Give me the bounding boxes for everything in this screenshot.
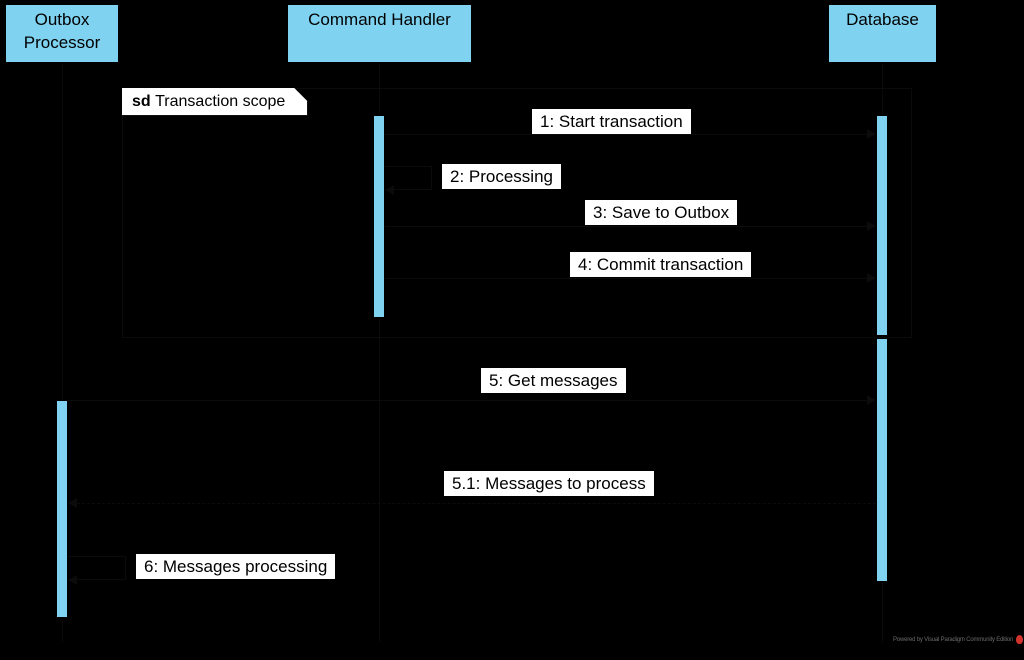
activation-outbox-processor-1	[56, 400, 68, 618]
lifeline-command-handler	[379, 64, 380, 642]
message-label-3[interactable]: 3: Save to Outbox	[585, 200, 738, 225]
watermark: Powered by Visual Paradigm Community Edi…	[893, 635, 1024, 644]
message-arrowhead-5-1	[68, 498, 77, 508]
watermark-text: Powered by Visual Paradigm Community Edi…	[893, 636, 1014, 643]
participant-database[interactable]: Database	[827, 3, 938, 64]
message-line-3	[385, 226, 867, 227]
message-selfloop-6	[68, 556, 126, 580]
fragment-keyword: sd	[132, 93, 151, 110]
message-line-4	[385, 278, 867, 279]
message-arrowhead-1	[867, 129, 876, 139]
message-line-5-1	[77, 503, 876, 504]
message-label-5-1[interactable]: 5.1: Messages to process	[444, 471, 654, 496]
message-label-1[interactable]: 1: Start transaction	[532, 109, 691, 134]
message-arrowhead-6	[68, 575, 77, 585]
watermark-logo-icon	[1016, 635, 1024, 644]
lifeline-outbox-processor	[62, 64, 63, 642]
fragment-label-transaction-scope[interactable]: sd Transaction scope	[122, 88, 308, 116]
activation-database-2	[876, 338, 888, 582]
fragment-name: Transaction scope	[155, 93, 286, 110]
message-label-5[interactable]: 5: Get messages	[481, 368, 626, 393]
message-selfloop-2	[385, 166, 432, 190]
message-line-5	[62, 400, 867, 401]
message-label-6[interactable]: 6: Messages processing	[136, 554, 336, 579]
message-arrowhead-4	[867, 273, 876, 283]
participant-outbox-processor[interactable]: Outbox Processor	[4, 3, 120, 64]
activation-command-handler-1	[373, 115, 385, 318]
activation-database-1	[876, 115, 888, 336]
message-arrowhead-3	[867, 221, 876, 231]
message-label-4[interactable]: 4: Commit transaction	[570, 252, 752, 277]
message-label-2[interactable]: 2: Processing	[442, 164, 561, 189]
message-line-1	[385, 134, 867, 135]
message-arrowhead-2	[385, 185, 394, 195]
participant-command-handler[interactable]: Command Handler	[286, 3, 473, 64]
fragment-frame-transaction-scope	[122, 88, 912, 338]
message-arrowhead-5	[867, 395, 876, 405]
